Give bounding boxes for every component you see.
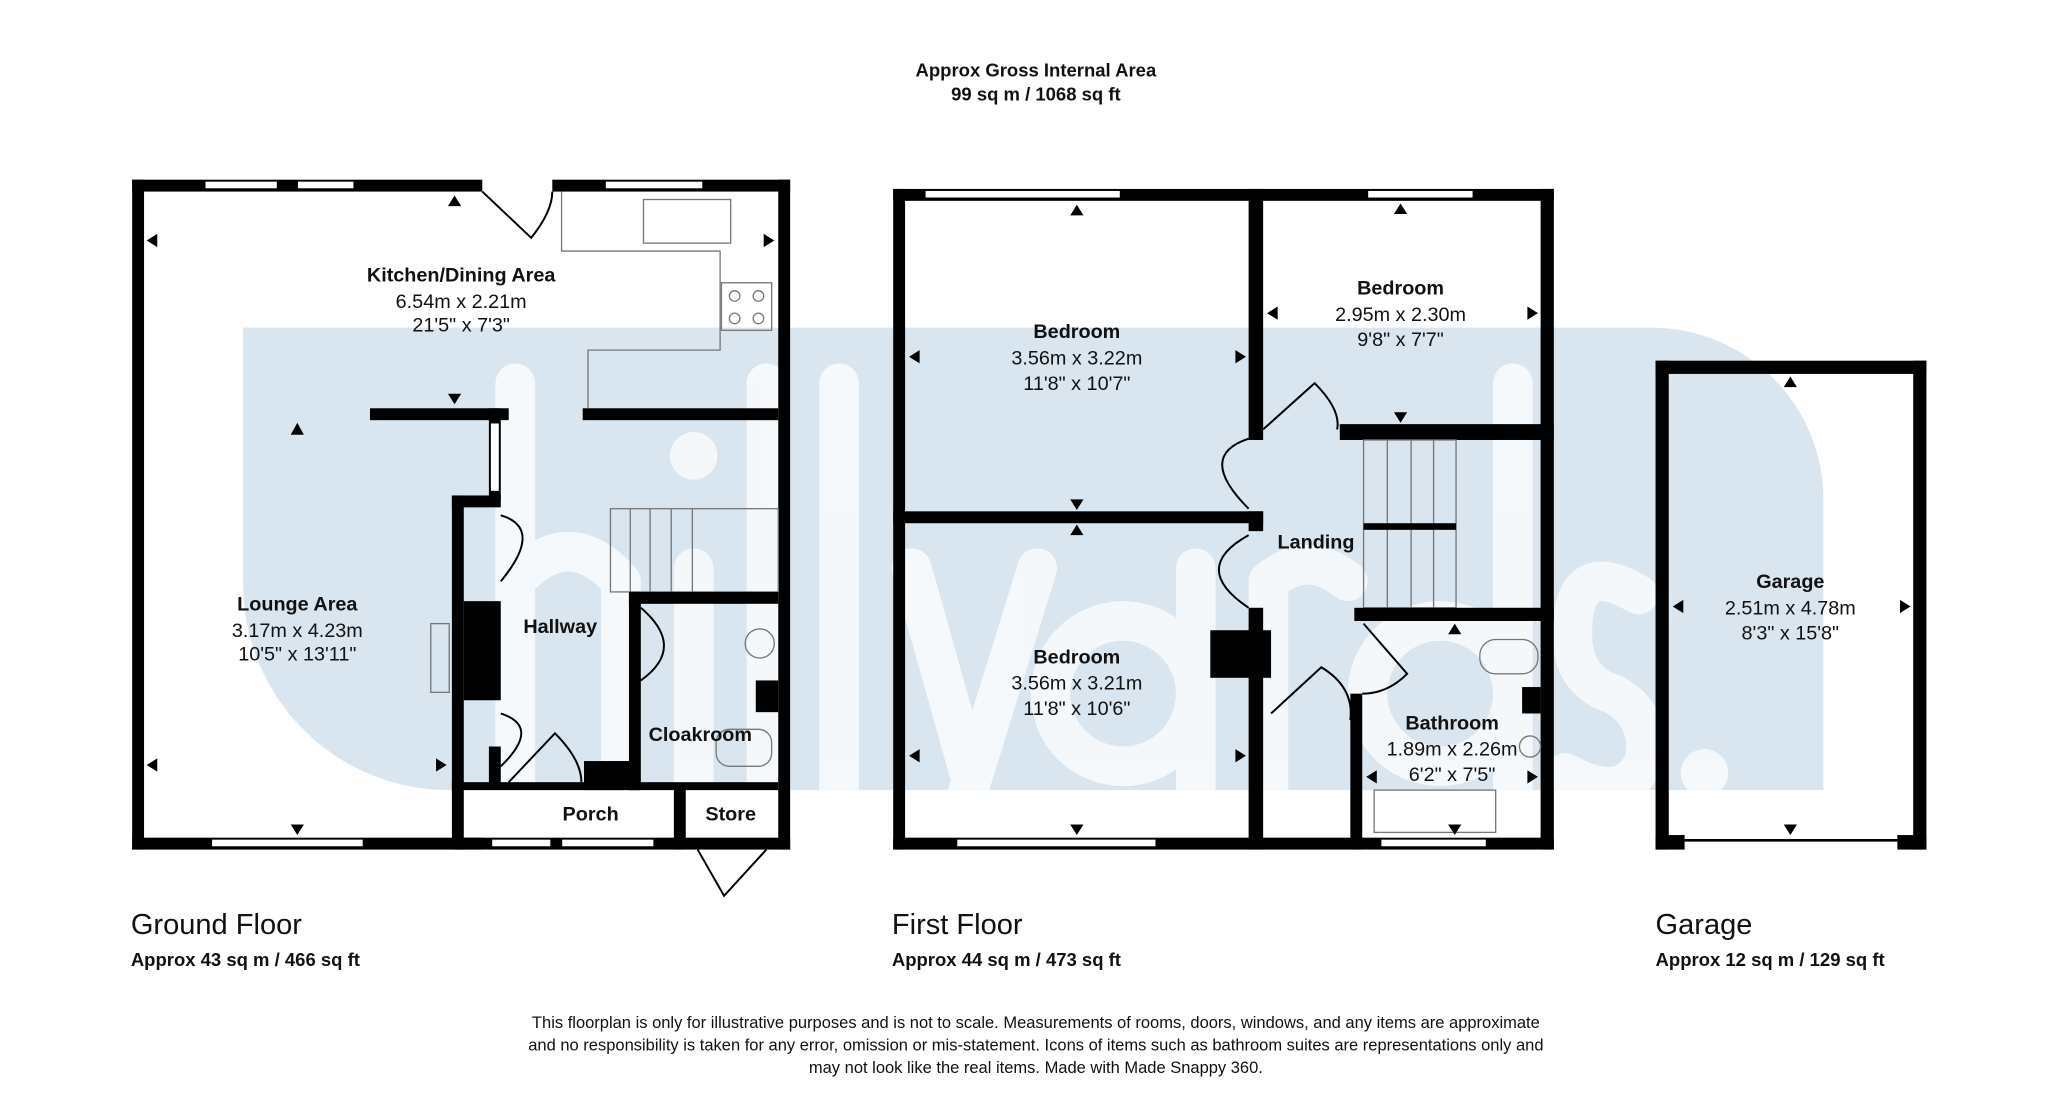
window <box>955 838 1157 848</box>
room-metric: 3.17m x 4.23m <box>232 620 363 642</box>
store-door <box>696 848 768 898</box>
door <box>500 514 524 582</box>
disclaimer-line: and no responsibility is taken for any e… <box>528 1036 1543 1054</box>
disclaimer-line: This floorplan is only for illustrative … <box>532 1014 1540 1032</box>
garage-plan: Garage 2.51m x 4.78m 8'3" x 15'8" <box>1655 360 1927 850</box>
room-name: Kitchen/Dining Area <box>367 264 556 286</box>
ground-floor-plan: Kitchen/Dining Area 6.54m x 2.21m 21'5" … <box>132 179 791 898</box>
window <box>924 189 1122 199</box>
watermark-logo <box>243 327 1824 791</box>
basin-icon <box>744 628 775 659</box>
door <box>640 607 665 682</box>
toilet-icon <box>1479 638 1539 675</box>
room-name: Bedroom <box>1033 321 1120 343</box>
door <box>481 190 554 240</box>
room-imperial: 9'8" x 7'7" <box>1357 329 1444 351</box>
room-imperial: 6'2" x 7'5" <box>1409 764 1496 786</box>
room-imperial: 11'8" x 10'7" <box>1023 373 1130 395</box>
room-metric: 6.54m x 2.21m <box>396 291 527 313</box>
room-name: Garage <box>1756 571 1824 593</box>
room-name: Porch <box>563 803 619 825</box>
room-name: Bedroom <box>1357 278 1444 300</box>
fireplace-icon <box>430 622 450 693</box>
floor-area: Approx 44 sq m / 473 sq ft <box>892 949 1121 970</box>
floor-label: Garage <box>1656 909 1753 941</box>
room-metric: 2.51m x 4.78m <box>1725 597 1856 619</box>
hob-icon <box>720 282 773 331</box>
door <box>1270 666 1352 721</box>
room-name: Hallway <box>523 616 597 638</box>
room-metric: 2.95m x 2.30m <box>1335 304 1466 326</box>
window <box>296 180 355 190</box>
door <box>1218 534 1250 609</box>
room-name: Landing <box>1278 531 1355 553</box>
room-name: Bedroom <box>1033 646 1120 668</box>
room-imperial: 10'5" x 13'11" <box>238 644 356 666</box>
sliding-door <box>204 180 279 190</box>
room-name: Store <box>705 803 756 825</box>
window <box>1380 838 1488 848</box>
door <box>1262 381 1339 431</box>
sink-icon <box>642 198 732 244</box>
disclaimer-line: may not look like the real items. Made w… <box>809 1059 1263 1077</box>
room-name: Cloakroom <box>649 724 752 746</box>
door <box>1221 437 1250 510</box>
floor-label: First Floor <box>892 909 1023 941</box>
room-metric: 1.89m x 2.26m <box>1387 739 1518 761</box>
door <box>1362 622 1409 695</box>
room-imperial: 21'5" x 7'3" <box>412 315 510 337</box>
room-imperial: 11'8" x 10'6" <box>1023 698 1130 720</box>
toilet-icon <box>715 728 773 767</box>
basin-icon <box>1518 735 1542 758</box>
window <box>1366 189 1474 199</box>
floor-label: Ground Floor <box>131 909 302 941</box>
floor-area: Approx 43 sq m / 466 sq ft <box>131 949 360 970</box>
window <box>210 838 365 848</box>
window <box>604 180 704 190</box>
front-door <box>490 838 552 848</box>
room-metric: 3.56m x 3.21m <box>1011 673 1142 695</box>
header-total-area: 99 sq m / 1068 sq ft <box>951 83 1121 104</box>
door <box>500 712 523 768</box>
door <box>507 731 583 783</box>
room-imperial: 8'3" x 15'8" <box>1742 622 1840 644</box>
floor-area: Approx 12 sq m / 129 sq ft <box>1656 949 1885 970</box>
room-name: Lounge Area <box>237 593 358 615</box>
room-metric: 3.56m x 3.22m <box>1011 348 1142 370</box>
first-floor-plan: Bedroom 3.56m x 3.22m 11'8" x 10'7" Bedr… <box>893 188 1554 850</box>
bath-icon <box>1373 789 1497 834</box>
window <box>560 838 655 848</box>
header-title: Approx Gross Internal Area <box>916 60 1157 81</box>
room-name: Bathroom <box>1405 712 1498 734</box>
